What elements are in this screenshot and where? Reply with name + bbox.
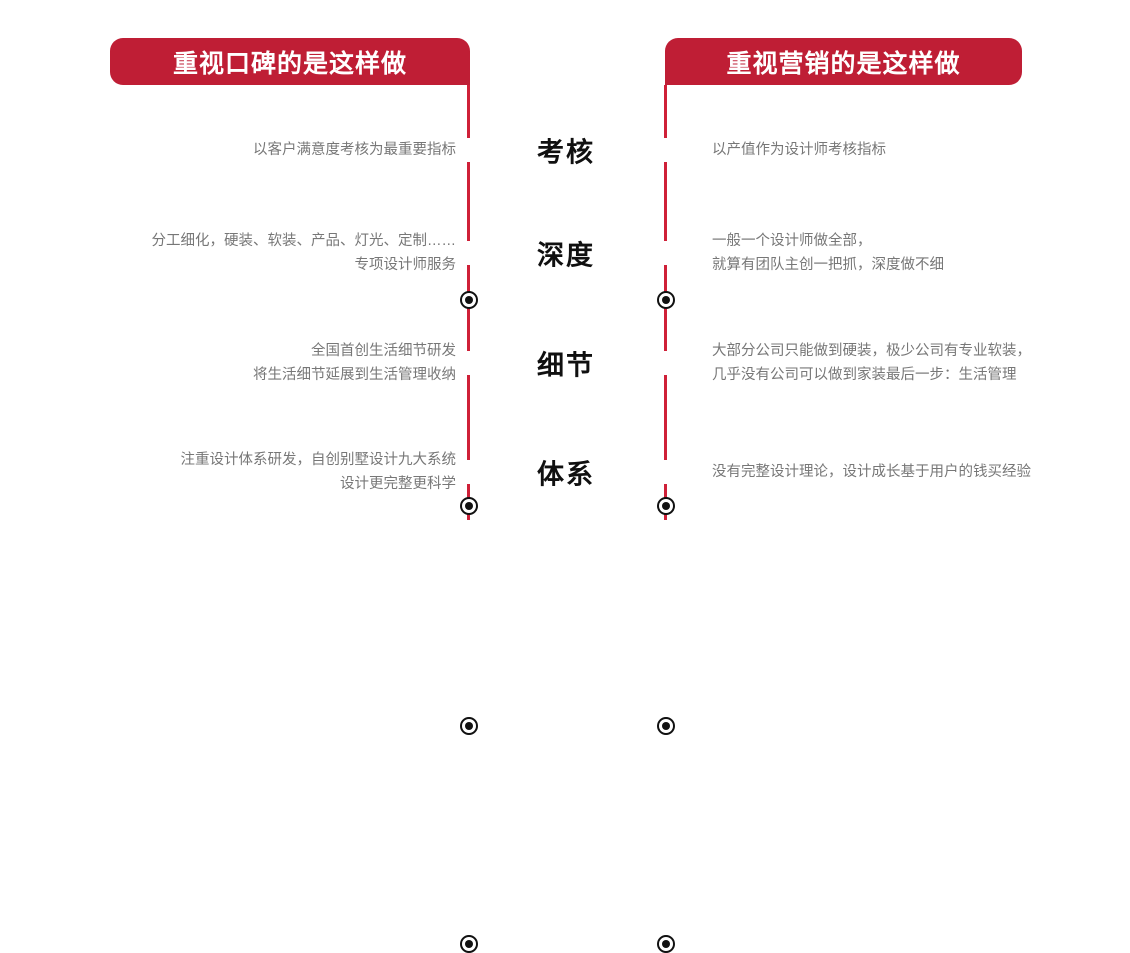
spine-gap <box>464 241 473 265</box>
row-center-label: 考核 <box>537 137 595 168</box>
target-dot-icon-right <box>656 935 675 953</box>
row-right-text: 一般一个设计师做全部， 就算有团队主创一把抓，深度做不细 <box>712 233 944 273</box>
spine-gap <box>661 351 670 375</box>
row-right-text: 没有完整设计理论，设计成长基于用户的钱买经验 <box>712 464 1031 480</box>
spine-gap <box>464 351 473 375</box>
row-center-label: 深度 <box>537 240 595 271</box>
row-right-text: 大部分公司只能做到硬装，极少公司有专业软装， 几乎没有公司可以做到家装最后一步：… <box>712 343 1031 383</box>
row-right-text: 以产值作为设计师考核指标 <box>712 142 886 158</box>
header-banner-left: 重视口碑的是这样做 <box>110 38 470 85</box>
spine-gap <box>464 460 473 484</box>
target-dot-icon-left <box>459 497 478 515</box>
comparison-infographic: 重视口碑的是这样做 重视营销的是这样做 以客户满意度考核为最重要指标 考核 以产… <box>0 0 1130 545</box>
target-dot-icon-left <box>459 291 478 309</box>
row-center-label: 细节 <box>537 350 595 381</box>
target-dot-icon-right <box>656 717 675 735</box>
target-dot-icon-left <box>459 935 478 953</box>
spine-gap <box>464 138 473 162</box>
row-left-text: 全国首创生活细节研发 将生活细节延展到生活管理收纳 <box>253 343 456 383</box>
spine-gap <box>661 241 670 265</box>
target-dot-icon-right <box>656 291 675 309</box>
header-banner-right: 重视营销的是这样做 <box>665 38 1022 85</box>
row-left-text: 以客户满意度考核为最重要指标 <box>253 142 456 158</box>
spine-gap <box>661 138 670 162</box>
target-dot-icon-left <box>459 717 478 735</box>
target-dot-icon-right <box>656 497 675 515</box>
spine-gap <box>661 460 670 484</box>
row-left-text: 分工细化，硬装、软装、产品、灯光、定制…… 专项设计师服务 <box>151 233 457 273</box>
row-left-text: 注重设计体系研发，自创别墅设计九大系统 设计更完整更科学 <box>180 452 457 492</box>
row-center-label: 体系 <box>537 459 595 490</box>
